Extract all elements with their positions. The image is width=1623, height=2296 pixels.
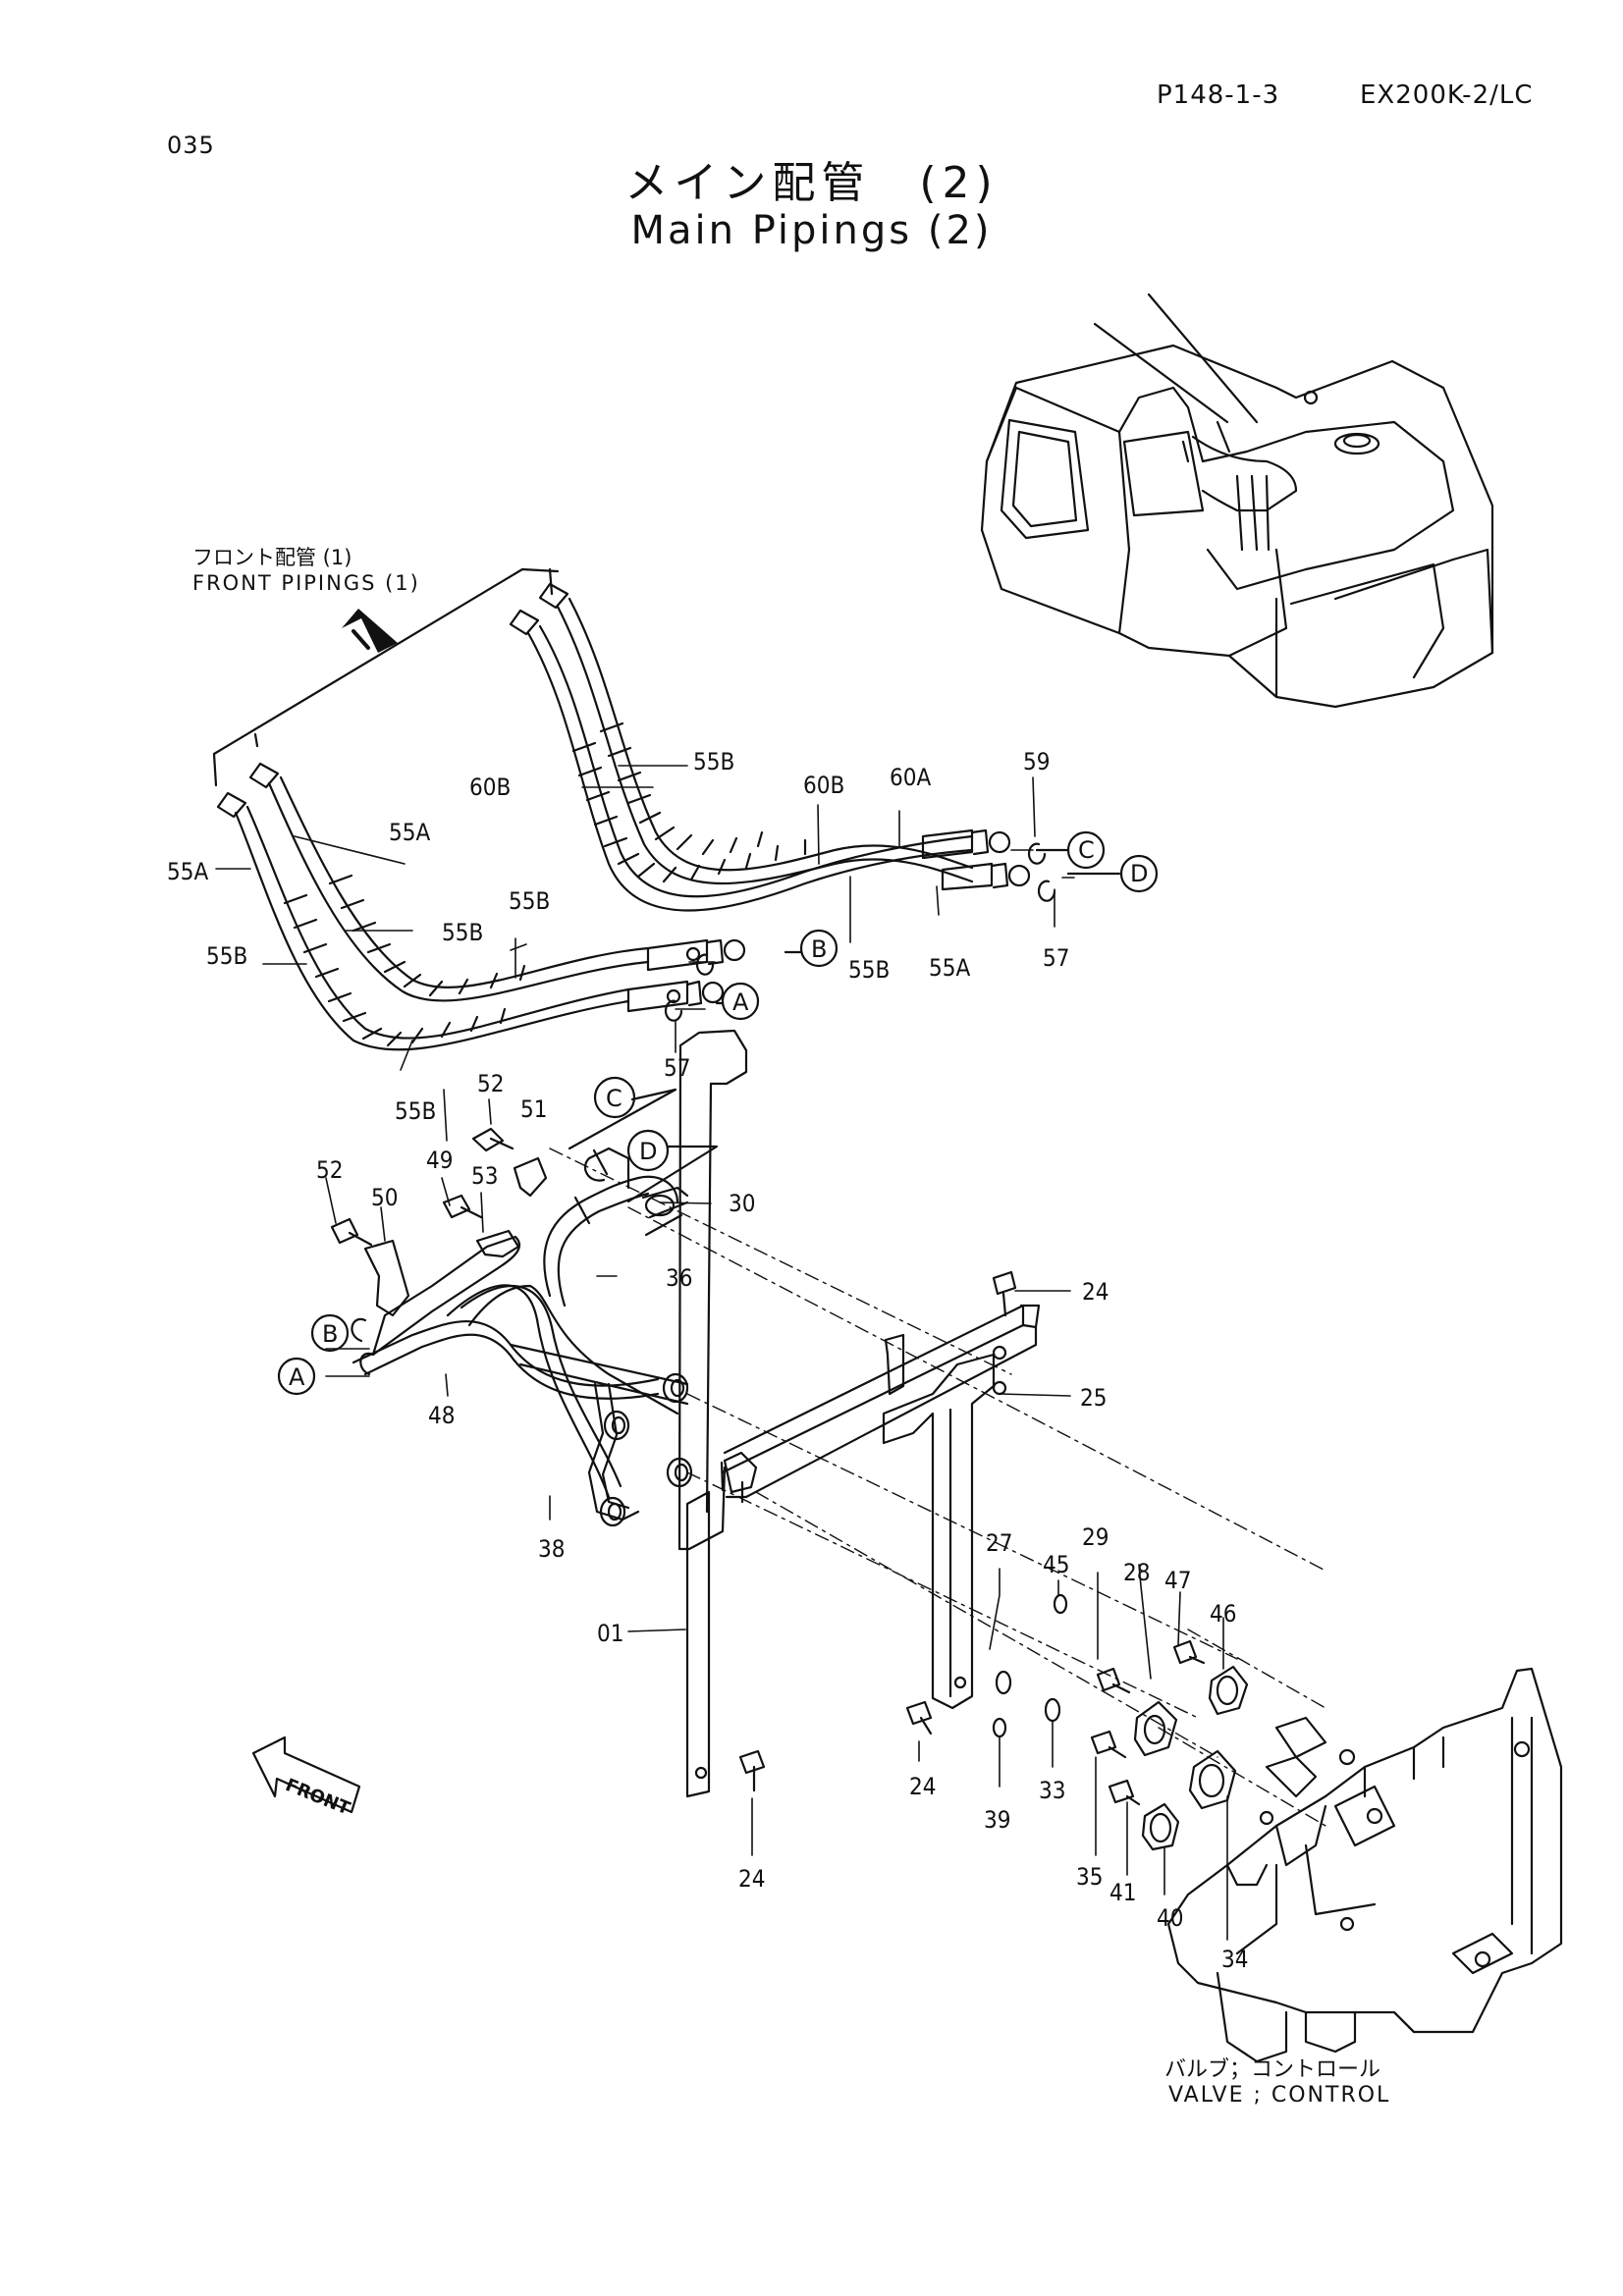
excavator-overview-illustration (980, 293, 1494, 709)
o-rings-group (664, 842, 1056, 1022)
reference-number: P148-1-3 (1157, 80, 1280, 110)
connector-D: D (639, 1138, 657, 1165)
label-50: 50 (371, 1184, 398, 1211)
part-number-labels: 55B 60B 60B 60A 59 55A 55A 55B 55B 55B 5… (167, 748, 1248, 1973)
leader-lines-lower (325, 1089, 1228, 1941)
label-45: 45 (1043, 1551, 1069, 1578)
label-52: 52 (477, 1070, 504, 1097)
label-51: 51 (520, 1095, 547, 1123)
label-28: 28 (1123, 1559, 1150, 1586)
label-29: 29 (1082, 1523, 1109, 1551)
connector-A: A (289, 1363, 305, 1391)
steel-pipes (352, 1147, 689, 1522)
hose-group-bracket-ticks (253, 567, 554, 748)
flanges-and-seals (992, 1593, 1249, 1851)
label-60A: 60A (890, 764, 931, 791)
label-57: 57 (664, 1054, 690, 1082)
label-24: 24 (909, 1773, 936, 1800)
label-41: 41 (1109, 1879, 1136, 1906)
page-title-japanese: メイン配管 (2) (624, 158, 999, 208)
label-30: 30 (729, 1190, 755, 1217)
connector-callouts-lower (277, 1076, 719, 1396)
connector-A: A (732, 988, 749, 1016)
connector-B: B (322, 1320, 338, 1348)
label-55A: 55A (167, 858, 208, 885)
label-38: 38 (538, 1535, 565, 1563)
front-pipings-note-japanese: フロント配管 (1) (192, 546, 352, 569)
label-60B: 60B (803, 772, 844, 799)
label-24: 24 (1082, 1278, 1109, 1306)
label-55A: 55A (929, 954, 970, 982)
front-pipings-note-english: FRONT PIPINGS (1) (192, 571, 420, 595)
pipe-end-fittings (351, 1194, 693, 1527)
assembly-center-lines (549, 1148, 1326, 1827)
hose-group-bracket-line (212, 567, 560, 787)
front-arrow-label: FRONT (283, 1775, 353, 1820)
connector-C: C (1078, 836, 1095, 864)
mounting-frame (677, 1029, 1041, 1798)
front-pipings-direction-arrow (342, 609, 398, 653)
label-33: 33 (1039, 1777, 1065, 1804)
label-52: 52 (316, 1156, 343, 1184)
hose-assembly-right (509, 582, 1031, 912)
valve-note-english: VALVE ; CONTROL (1168, 2083, 1391, 2108)
label-55B: 55B (848, 956, 890, 984)
label-55B: 55B (509, 887, 550, 915)
leader-lines (215, 765, 1075, 1071)
label-60B: 60B (469, 774, 511, 801)
clamps-and-bolts (330, 1127, 1206, 1806)
label-39: 39 (984, 1806, 1010, 1834)
label-55B: 55B (442, 919, 483, 946)
label-55B: 55B (693, 748, 734, 775)
model-number: EX200K-2/LC (1360, 80, 1534, 110)
label-27: 27 (986, 1529, 1012, 1557)
connector-letters: C D B A C D B A (289, 836, 1148, 1391)
label-55B: 55B (395, 1097, 436, 1125)
label-55A: 55A (389, 819, 430, 846)
label-01: 01 (597, 1620, 623, 1647)
control-valve (1166, 1667, 1563, 2063)
label-24: 24 (738, 1865, 765, 1893)
label-46: 46 (1210, 1600, 1236, 1628)
front-direction-arrow: FRONT (251, 1735, 361, 1820)
label-48: 48 (428, 1402, 455, 1429)
label-49: 49 (426, 1147, 453, 1174)
label-59: 59 (1023, 748, 1050, 775)
label-35: 35 (1076, 1863, 1103, 1891)
hose-assembly-left (216, 762, 746, 1051)
page-number: 035 (167, 132, 215, 159)
label-57: 57 (1043, 944, 1069, 972)
connector-C: C (606, 1085, 622, 1112)
label-25: 25 (1080, 1384, 1107, 1412)
label-40: 40 (1157, 1904, 1183, 1932)
label-47: 47 (1164, 1567, 1191, 1594)
label-55B: 55B (206, 942, 247, 970)
connector-D: D (1130, 860, 1148, 887)
label-34: 34 (1221, 1946, 1248, 1973)
label-53: 53 (471, 1162, 498, 1190)
valve-note-japanese: バルブ；コントロール (1164, 2057, 1381, 2082)
connector-B: B (811, 935, 827, 963)
page-title-english: Main Pipings (2) (630, 208, 993, 253)
connector-callouts-upper (715, 830, 1159, 1021)
label-36: 36 (666, 1264, 692, 1292)
